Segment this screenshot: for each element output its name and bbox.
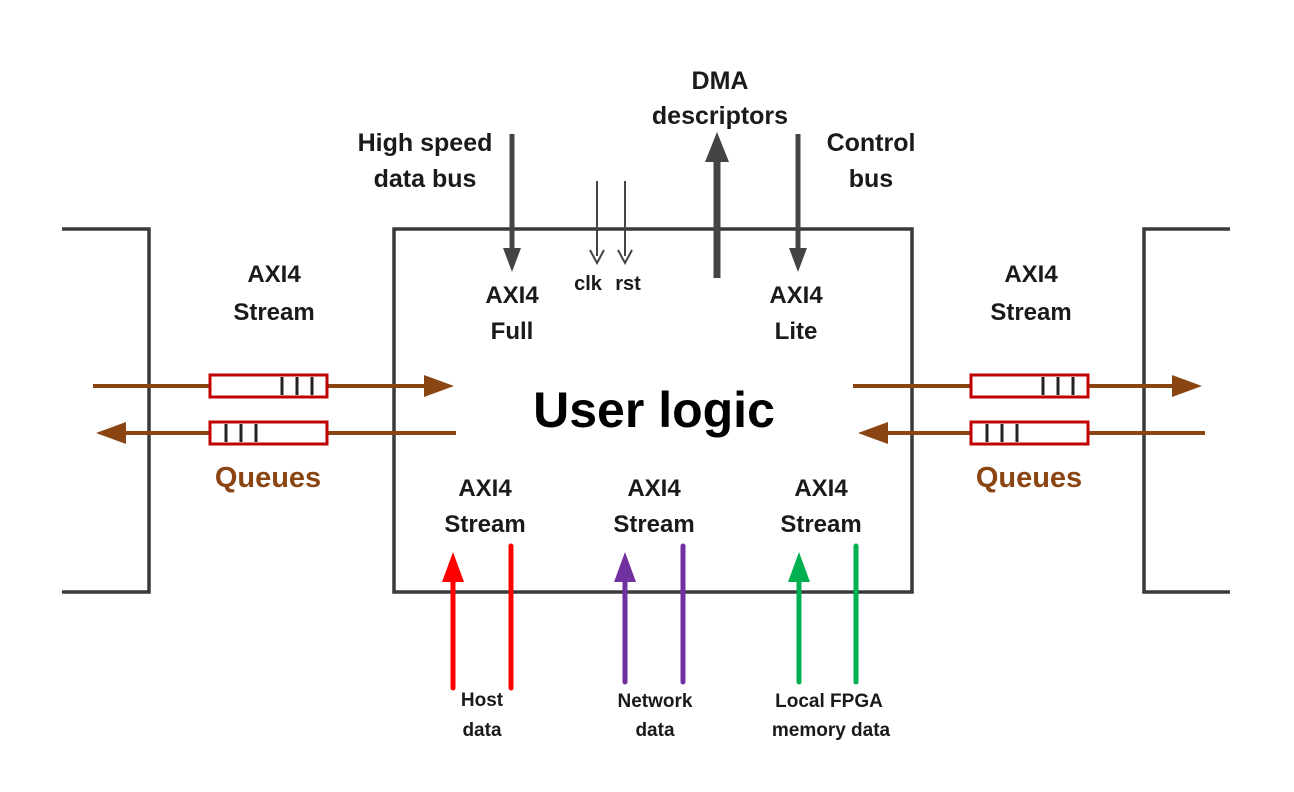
right-stream-label-line2: Stream (990, 299, 1071, 326)
high-speed-label-line1: High speed (358, 129, 493, 157)
axi4-lite-label-line2: Lite (775, 318, 818, 345)
left-neighbor-block (62, 227, 151, 594)
right-inbound-queue (969, 420, 1090, 446)
dma-label-line1: DMA (692, 67, 749, 95)
dma-label-line2: descriptors (652, 102, 788, 130)
clk-label: clk (574, 273, 603, 295)
clk-arrow (589, 181, 605, 266)
high-speed-bus-arrow (503, 134, 521, 272)
axi4-full-label-line2: Full (491, 318, 534, 345)
left-inbound-queue (208, 420, 329, 446)
left-outbound-queue (208, 373, 329, 399)
left-stream-label-line2: Stream (233, 299, 314, 326)
host-data-label-line1: Host (461, 690, 504, 711)
control-label-line1: Control (827, 129, 916, 157)
high-speed-label-line2: data bus (374, 165, 477, 193)
network-data-in-arrow (614, 552, 636, 685)
control-label-line2: bus (849, 165, 893, 193)
local-fpga-data-in-arrow (788, 552, 810, 685)
local-fpga-stream-label-line2: Stream (780, 511, 861, 538)
rst-arrow (617, 181, 633, 266)
local-fpga-data-label-line1: Local FPGA (775, 691, 883, 712)
axi4-full-label-line1: AXI4 (485, 282, 539, 309)
right-queues-label: Queues (976, 462, 1082, 494)
user-logic-block (392, 227, 914, 594)
host-stream-label-line1: AXI4 (458, 475, 512, 502)
left-stream-label-line1: AXI4 (247, 261, 301, 288)
axi4-lite-label-line1: AXI4 (769, 282, 823, 309)
rst-label: rst (615, 273, 641, 295)
dma-descriptors-arrow (705, 132, 729, 278)
local-fpga-stream-label-line1: AXI4 (794, 475, 848, 502)
local-fpga-data-label-line2: memory data (772, 720, 891, 741)
host-stream-label-line2: Stream (444, 511, 525, 538)
left-queues-label: Queues (215, 462, 321, 494)
network-data-label-line2: data (635, 720, 675, 741)
right-stream-label-line1: AXI4 (1004, 261, 1058, 288)
host-data-in-arrow (442, 552, 464, 691)
control-bus-arrow (789, 134, 807, 272)
network-data-label-line1: Network (618, 691, 693, 712)
right-neighbor-block (1142, 227, 1230, 594)
network-stream-label-line2: Stream (613, 511, 694, 538)
network-stream-label-line1: AXI4 (627, 475, 681, 502)
center-title: User logic (533, 382, 775, 438)
host-data-label-line2: data (462, 720, 502, 741)
right-outbound-queue (969, 373, 1090, 399)
